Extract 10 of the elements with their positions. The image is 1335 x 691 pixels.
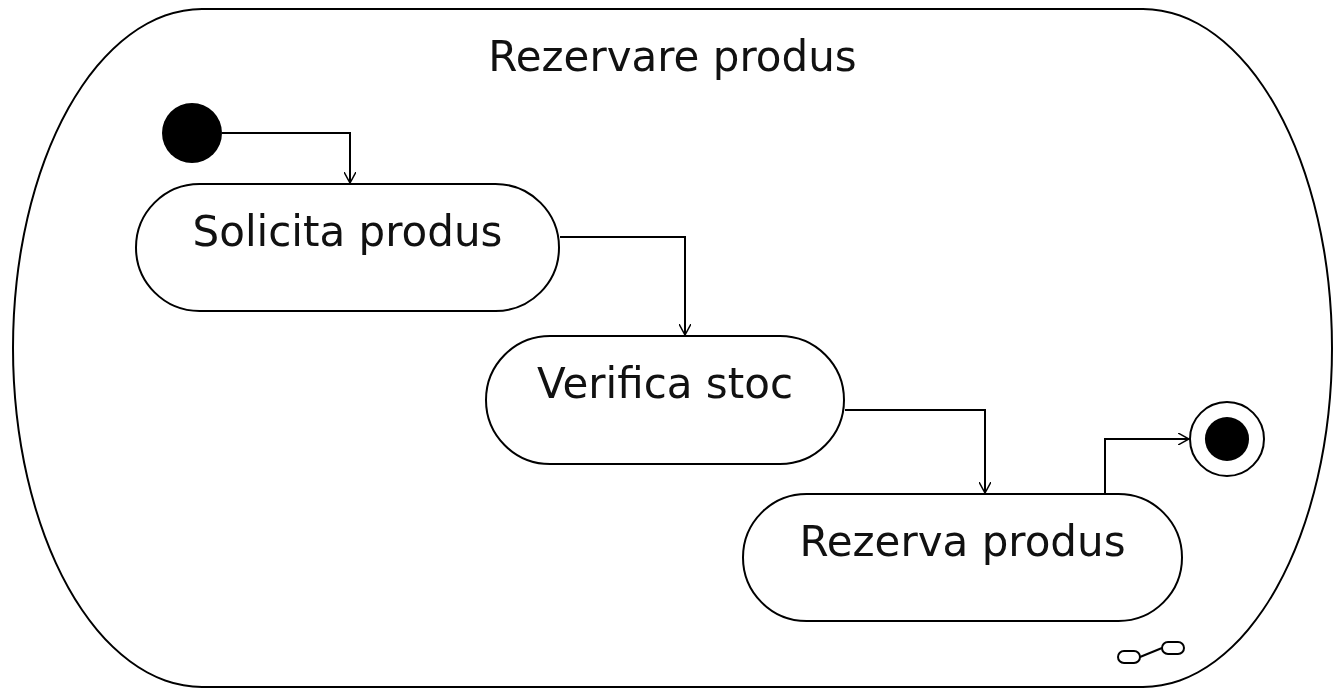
control-flow-arrow xyxy=(1104,432,1190,494)
control-flow-arrow xyxy=(559,236,692,336)
action-label: Solicita produs xyxy=(192,207,503,258)
action-label: Rezerva produs xyxy=(799,517,1126,568)
control-flow-arrow xyxy=(221,132,357,184)
initial-node xyxy=(162,103,222,163)
action-label: Verifica stoc xyxy=(537,359,793,410)
control-flow-arrow xyxy=(844,409,992,494)
final-node xyxy=(1189,401,1265,477)
frame-title: Rezervare produs xyxy=(487,32,858,81)
